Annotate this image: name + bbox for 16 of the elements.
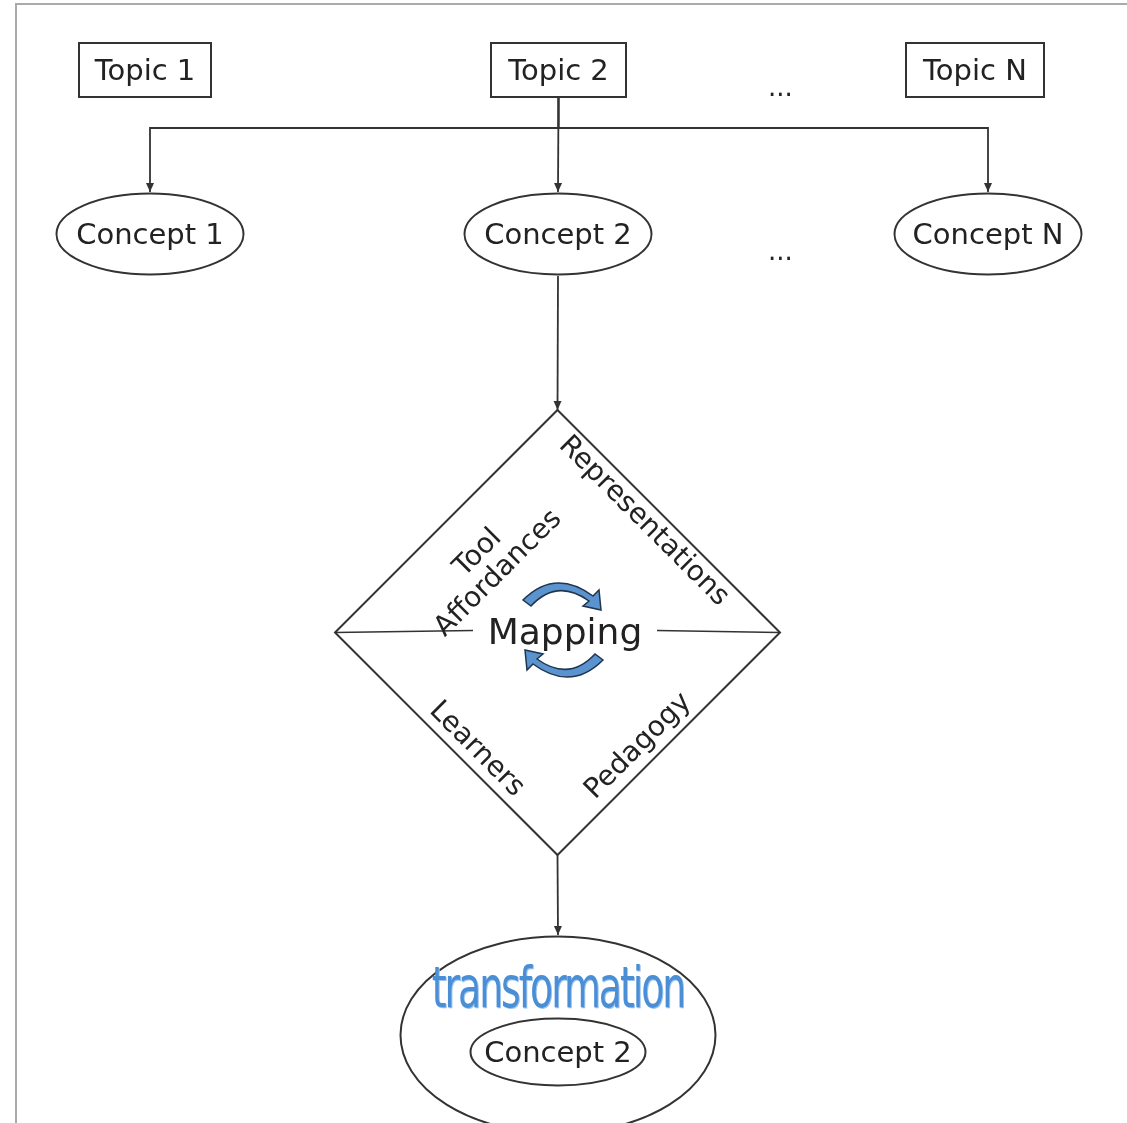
arrow [553,854,562,936]
arched-title: transformation [431,954,685,1021]
ellipsis-label: ... [768,236,793,266]
arrow [557,97,992,193]
node-label: Topic 2 [508,53,609,87]
topic-box [905,42,1045,98]
node-label: Concept N [912,217,1064,251]
topic-box [78,42,212,98]
node-label: Concept 2 [484,1035,632,1069]
arrow [553,275,562,411]
node-label: Concept 1 [76,217,224,251]
node-label: Concept 2 [484,217,632,251]
node-label: Topic N [923,53,1027,87]
node-label: Topic 1 [94,53,196,87]
ellipsis-label: ... [768,72,793,102]
topic-box [490,42,627,98]
